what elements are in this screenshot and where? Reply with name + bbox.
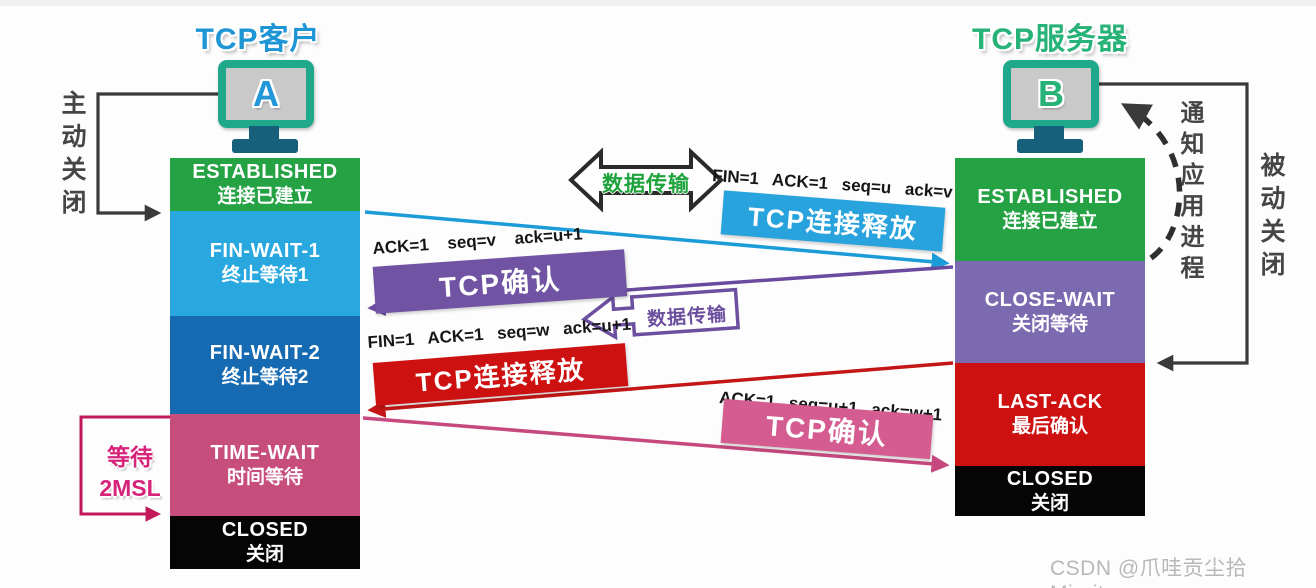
client-computer-stand-base [232, 139, 298, 153]
data-transfer-left-arrow [581, 287, 741, 341]
ack2-segment-arrow [362, 416, 950, 473]
server-computer-icon: B [1003, 60, 1099, 128]
client-title: TCP客户 [195, 23, 321, 56]
server-host-letter: B [1038, 73, 1064, 114]
server-computer-stand-base [1017, 139, 1083, 153]
fin2-segment-arrow [367, 361, 954, 418]
client-state-fin-wait-2: FIN-WAIT-2 终止等待2 [170, 316, 360, 414]
server-state-close-wait: CLOSE-WAIT 关闭等待 [955, 261, 1145, 363]
data-transfer-double-arrow [568, 147, 724, 213]
passive-close-bracket [1099, 82, 1249, 372]
client-computer-icon: A [218, 60, 314, 128]
wait-2msl-bracket [79, 415, 170, 522]
watermark: CSDN @爪哇贡尘拾Miraitow [1050, 557, 1248, 588]
client-computer-stand-neck [249, 126, 279, 139]
notify-application-label: 通知应用进程 [1176, 100, 1203, 286]
active-close-bracket [96, 92, 219, 222]
client-state-established: ESTABLISHED 连接已建立 [170, 158, 360, 211]
client-state-closed: CLOSED 关闭 [170, 516, 360, 569]
notify-application-arrow [1121, 103, 1183, 261]
server-computer-stand-neck [1034, 126, 1064, 139]
server-state-established: ESTABLISHED 连接已建立 [955, 158, 1145, 261]
client-host-letter: A [253, 73, 279, 114]
fin-segment-arrow [364, 210, 950, 271]
server-state-closed: CLOSED 关闭 [955, 466, 1145, 516]
server-state-last-ack: LAST-ACK 最后确认 [955, 363, 1145, 466]
wait-2msl-label: 等待 2MSL [99, 444, 161, 502]
data-transfer-label-top: 数据传输 [602, 173, 690, 196]
active-close-label: 主动关闭 [58, 90, 86, 222]
passive-close-label: 被动关闭 [1257, 152, 1285, 284]
server-title: TCP服务器 [972, 23, 1128, 56]
client-state-time-wait: TIME-WAIT 时间等待 [170, 414, 360, 516]
client-state-fin-wait-1: FIN-WAIT-1 终止等待1 [170, 211, 360, 316]
